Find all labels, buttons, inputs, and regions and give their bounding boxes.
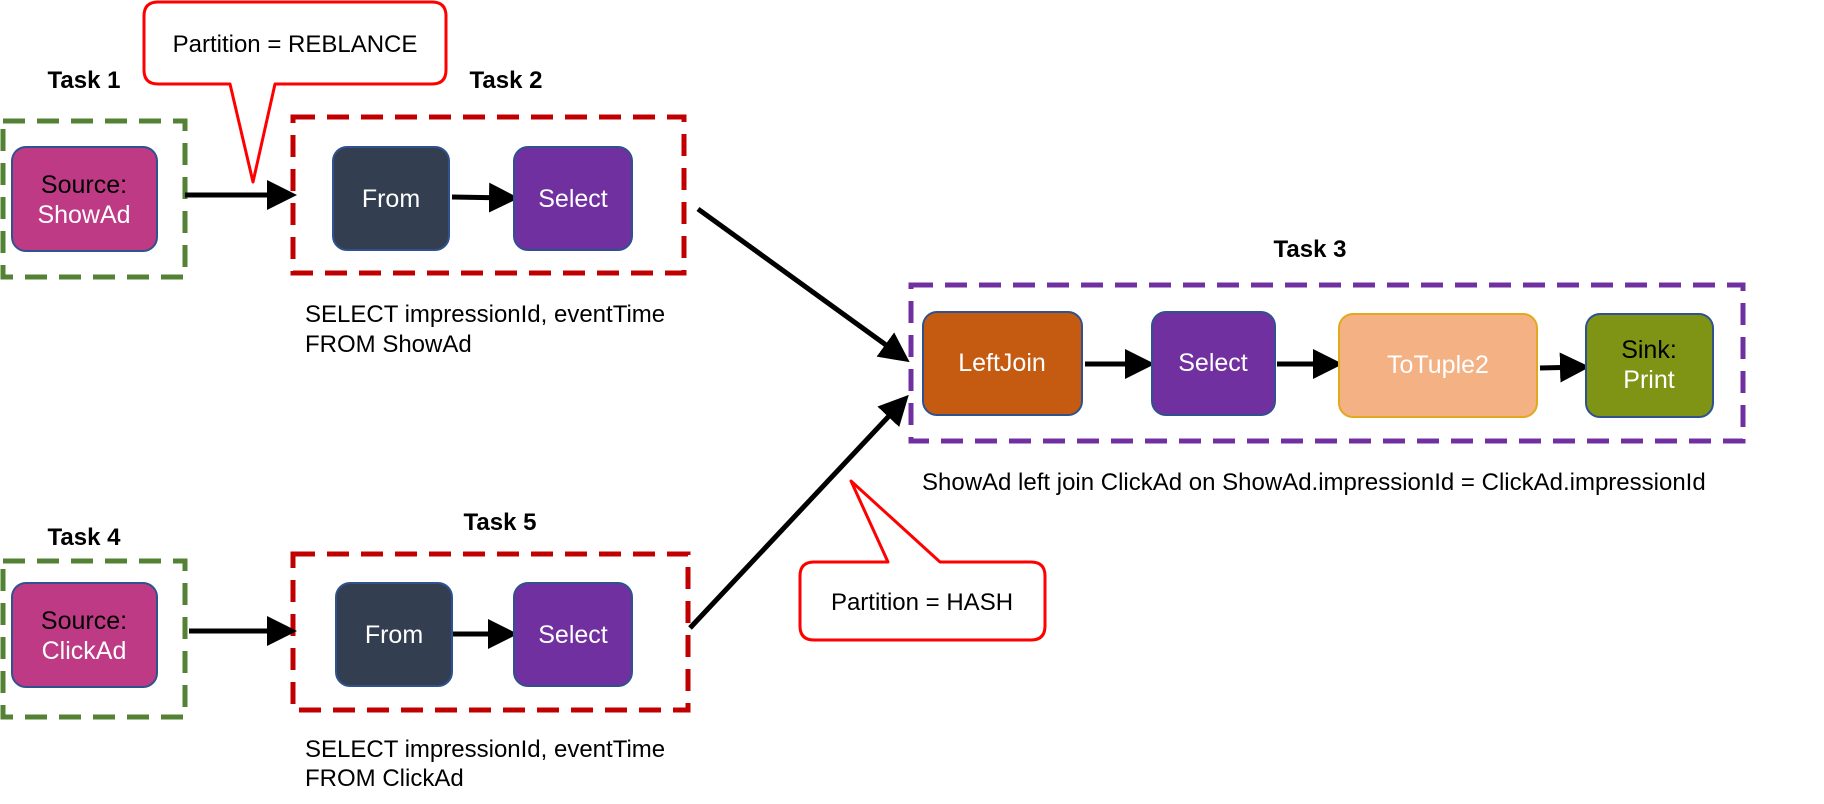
totuple2-node: ToTuple2 — [1338, 313, 1538, 418]
select-showad-label: Select — [538, 185, 608, 213]
from-showad-node: From — [332, 146, 450, 251]
from-clickad-node: From — [335, 582, 453, 687]
edge-task5-to-task3 — [688, 394, 909, 630]
sink-print-line2: Print — [1623, 366, 1674, 394]
source-showad-node: Source: ShowAd — [11, 146, 158, 252]
sql-showad-line1: SELECT impressionId, eventTime — [305, 301, 665, 328]
from-clickad-label: From — [365, 621, 423, 649]
task2-label: Task 2 — [470, 67, 543, 94]
hash-callout: Partition = HASH — [798, 479, 1047, 642]
task3-label: Task 3 — [1274, 236, 1347, 263]
select-clickad-label: Select — [538, 621, 608, 649]
select-join-label: Select — [1178, 349, 1248, 377]
source-clickad-line2: ClickAd — [42, 637, 127, 665]
join-condition-text: ShowAd left join ClickAd on ShowAd.impre… — [922, 469, 1706, 496]
task1-group-border — [0, 118, 188, 280]
edge-task2-to-task3 — [696, 206, 910, 363]
task3-group-border — [908, 282, 1746, 444]
leftjoin-node: LeftJoin — [922, 311, 1083, 416]
select-showad-node: Select — [513, 146, 633, 251]
sql-clickad-line2: FROM ClickAd — [305, 765, 464, 792]
totuple2-label: ToTuple2 — [1387, 351, 1489, 379]
from-showad-label: From — [362, 185, 420, 213]
sql-clickad-line1: SELECT impressionId, eventTime — [305, 736, 665, 763]
source-showad-line2: ShowAd — [37, 201, 130, 229]
task5-label: Task 5 — [464, 509, 537, 536]
hash-callout-text: Partition = HASH — [831, 589, 1013, 616]
sink-print-node: Sink: Print — [1585, 313, 1714, 418]
task1-label: Task 1 — [48, 67, 121, 94]
leftjoin-label: LeftJoin — [958, 349, 1046, 377]
rebalance-callout: Partition = REBLANCE — [142, 0, 448, 184]
sink-print-line1: Sink: — [1621, 336, 1677, 364]
task4-group-border — [0, 558, 188, 720]
source-showad-line1: Source: — [41, 171, 127, 199]
source-clickad-line1: Source: — [41, 607, 127, 635]
select-join-node: Select — [1151, 311, 1276, 416]
task4-label: Task 4 — [48, 524, 122, 551]
rebalance-callout-text: Partition = REBLANCE — [173, 31, 418, 58]
source-clickad-node: Source: ClickAd — [11, 582, 158, 688]
select-clickad-node: Select — [513, 582, 633, 687]
edge-totuple2-to-sink — [1539, 352, 1590, 383]
sql-showad-line2: FROM ShowAd — [305, 331, 472, 358]
edge-from-to-select-showad — [451, 182, 519, 213]
